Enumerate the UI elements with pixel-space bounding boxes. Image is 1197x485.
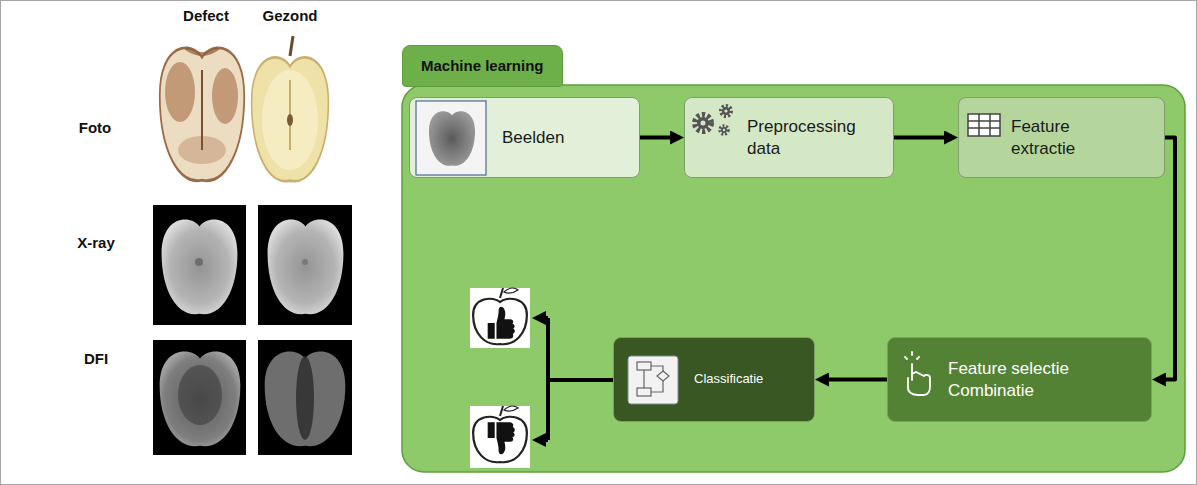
output-arrows — [542, 318, 613, 440]
apple-photo-defect-part — [160, 48, 244, 181]
apple-photo-defect-part — [165, 62, 195, 122]
column-header: Defect — [183, 7, 229, 24]
thumbs-down-icon-part — [473, 417, 527, 463]
dfi-image-part — [265, 352, 346, 447]
apple-photo-defect — [160, 48, 244, 181]
output-arrows-part — [542, 316, 548, 320]
box-label: Feature selectie Combinatie — [948, 358, 1098, 401]
apple-photo-healthy-part — [290, 36, 293, 56]
flow-arrow — [825, 378, 887, 382]
box-label: Beelden — [502, 127, 564, 148]
output-arrows-part — [542, 438, 548, 442]
thumbs-up-icon — [470, 288, 530, 348]
apple-photo-healthy — [252, 36, 329, 181]
label-holder: Defect — [146, 7, 266, 25]
thumbs-up-icon-part — [473, 299, 527, 345]
apple-photo-defect-part — [212, 68, 238, 124]
flow-arrow — [894, 136, 948, 140]
apple-photo-healthy-part — [262, 70, 318, 170]
row-label: DFI — [84, 350, 108, 367]
process-box: Beelden — [409, 97, 640, 178]
process-box: Feature selectie Combinatie — [887, 337, 1152, 422]
dfi-image-part — [296, 356, 314, 440]
panel-tab-title: Machine learning — [402, 45, 563, 87]
process-box: Classificatie — [613, 337, 815, 422]
thumbs-down-icon-part — [488, 422, 515, 454]
panel-body — [402, 85, 1185, 472]
apple-photo-defect-part — [201, 70, 203, 150]
flow-arrow — [640, 136, 674, 140]
thumbs-down-icon-part — [504, 406, 518, 411]
row-label: Foto — [79, 119, 111, 136]
dfi-image-part — [153, 340, 246, 455]
group-panel: Machine learningBeelden Preprocessing dat… — [402, 45, 1185, 472]
thumbs-down-icon-part — [500, 406, 503, 416]
xray-image-part — [302, 259, 308, 265]
process-box: Preprocessing data — [684, 97, 894, 178]
output-arrows-part — [546, 318, 550, 440]
label-holder: Foto — [35, 119, 155, 137]
output-arrows-part — [548, 378, 613, 382]
thumbs-down-icon — [470, 406, 530, 468]
label-holder: DFI — [36, 350, 156, 368]
box-label: Classificatie — [694, 371, 763, 387]
dfi-image-part — [258, 340, 352, 455]
xray-image-part — [258, 205, 352, 325]
dfi-image — [153, 340, 352, 455]
thumbs-down-icon-part-part — [488, 422, 515, 454]
thumbs-up-icon-part — [470, 288, 530, 348]
box-label: Feature extractie — [1011, 116, 1121, 159]
column-header: Gezond — [263, 7, 318, 24]
label-holder: X-ray — [36, 234, 156, 252]
dfi-image-part — [160, 352, 241, 447]
thumbs-up-icon-part — [488, 307, 515, 339]
process-box: Feature extractie — [958, 97, 1165, 178]
apple-photo-healthy-part — [287, 114, 293, 126]
apple-photo-defect-part — [186, 48, 218, 54]
xray-image-part — [195, 258, 203, 266]
thumbs-down-icon-part — [470, 406, 530, 468]
xray-image — [153, 205, 352, 325]
row-label: X-ray — [77, 234, 115, 251]
xray-image-part — [162, 220, 238, 315]
apple-photo-healthy-part — [252, 57, 329, 181]
label-holder: Gezond — [230, 7, 350, 25]
thumbs-up-icon-part — [504, 288, 518, 293]
xray-image-part — [268, 220, 344, 315]
box-label: Preprocessing data — [747, 116, 877, 159]
thumbs-up-icon-part — [500, 288, 503, 298]
xray-image-part — [153, 205, 246, 325]
dfi-image-part — [178, 365, 222, 425]
